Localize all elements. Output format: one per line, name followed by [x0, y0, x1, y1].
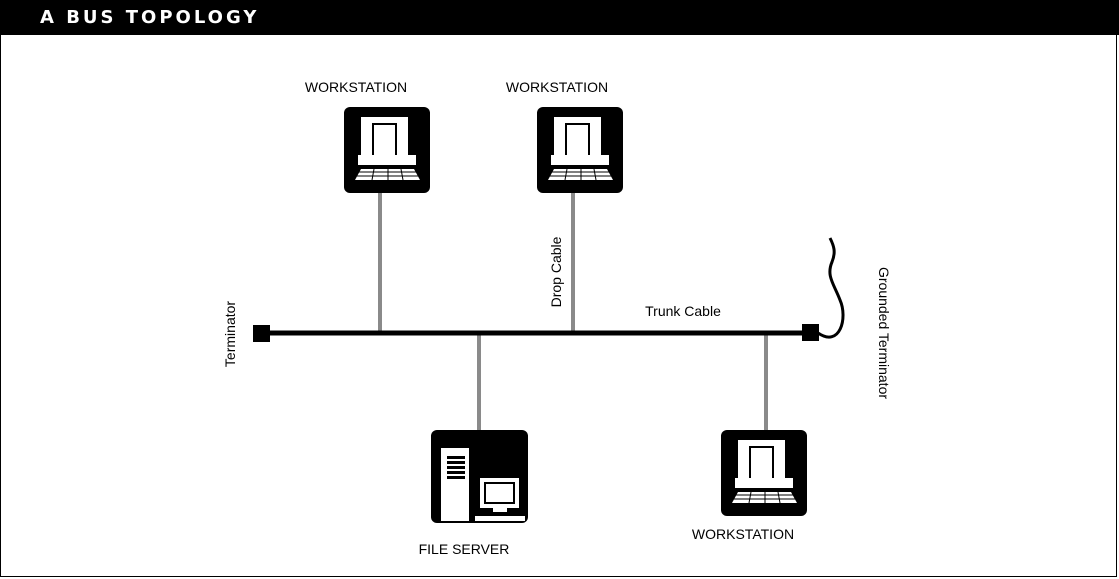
label-terminator: Terminator [222, 301, 238, 367]
label-grounded-terminator: Grounded Terminator [876, 267, 892, 399]
file-server-icon [431, 430, 528, 523]
label-drop-cable: Drop Cable [548, 236, 564, 307]
label-trunk-cable: Trunk Cable [645, 303, 721, 319]
label-workstation-top-right: WORKSTATION [506, 79, 608, 95]
ground-wire [817, 237, 845, 339]
diagram-title: A BUS TOPOLOGY [0, 0, 1119, 35]
workstation-icon-bottom [720, 429, 808, 517]
workstation-icon-top-left [343, 106, 431, 194]
label-workstation-bottom: WORKSTATION [692, 526, 794, 542]
terminator-left [253, 325, 270, 342]
label-file-server: FILE SERVER [419, 541, 510, 557]
workstation-icon-top-right [536, 106, 624, 194]
terminator-right [802, 324, 819, 341]
label-workstation-top-left: WORKSTATION [305, 79, 407, 95]
